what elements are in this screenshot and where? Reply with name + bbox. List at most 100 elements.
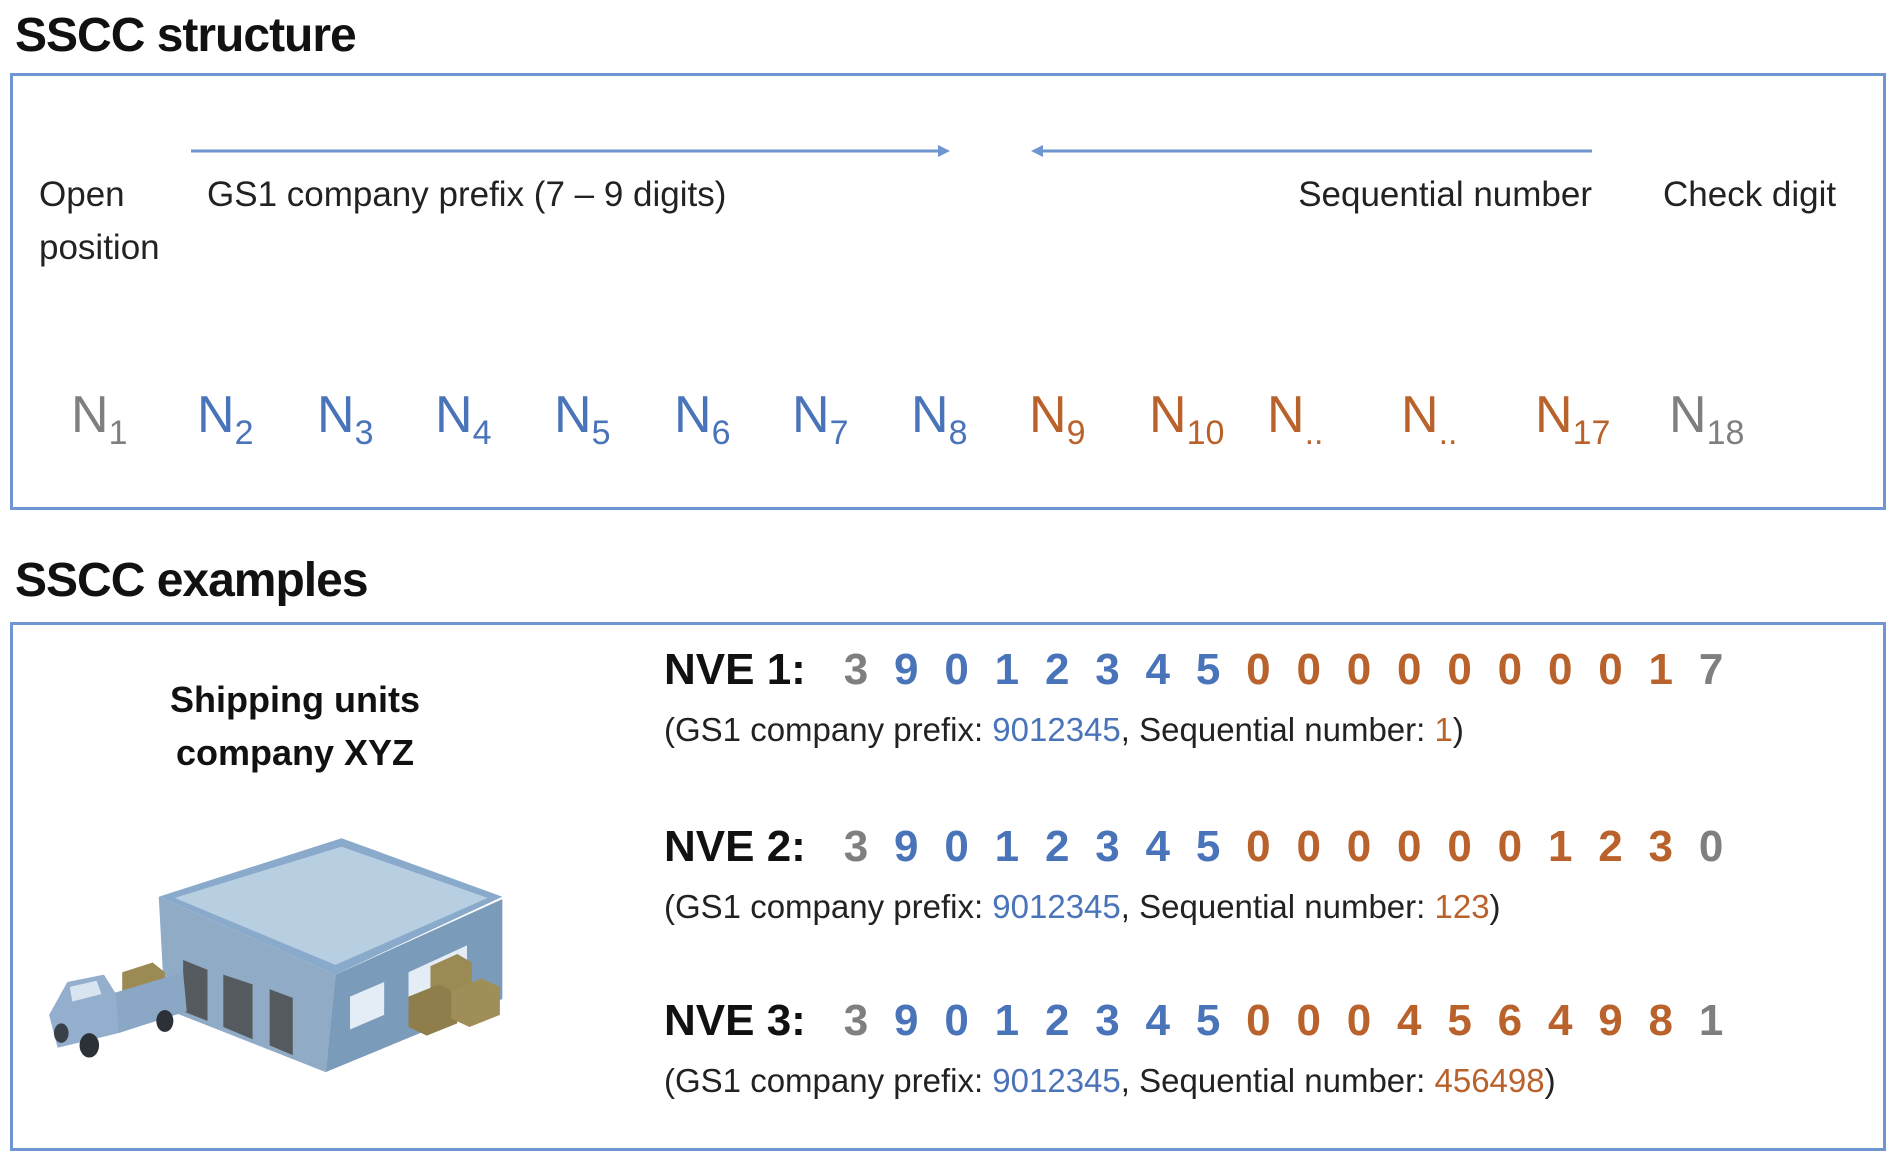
position-subscript: 18 [1706,414,1745,452]
sscc-digit: 3 [1095,996,1120,1045]
sscc-digit: 2 [1044,645,1070,694]
sscc-digit: 0 [1497,822,1523,871]
position-base: N [1535,386,1573,444]
sscc-digit: 0 [1698,822,1724,871]
position-label-n12: N.. [1401,385,1457,453]
sscc-digit: 8 [1648,996,1674,1045]
sscc-digit: 1 [994,645,1020,694]
nve-label: NVE 2: [664,822,806,871]
nve-description: (GS1 company prefix: 9012345, Sequential… [664,1062,1556,1100]
prefix-value: 9012345 [992,711,1121,748]
seq-value: 123 [1434,888,1490,925]
sscc-digit: 7 [1698,645,1724,694]
position-subscript: 2 [234,414,254,452]
sscc-digit: 0 [1447,645,1472,694]
sscc-digit: 0 [1296,645,1321,694]
sscc-digit: 3 [1095,822,1120,871]
sscc-digit: 9 [894,645,919,694]
sscc-digit: 2 [1044,996,1070,1045]
nve-description: (GS1 company prefix: 9012345, Sequential… [664,888,1501,926]
nve-label: NVE 1: [664,645,806,694]
sscc-digit: 9 [894,822,919,871]
position-base: N [317,386,355,444]
sscc-digit: 0 [1547,645,1573,694]
position-label-n13: N17 [1535,385,1610,453]
position-label-n4: N4 [435,385,491,453]
caption-line2: company XYZ [175,732,415,773]
sscc-digit: 1 [994,996,1020,1045]
position-label-n6: N6 [674,385,730,453]
desc-prefix: (GS1 company prefix: [664,1062,993,1099]
position-base: N [435,386,473,444]
sscc-digit: 0 [1397,645,1422,694]
sscc-digit: 1 [1698,996,1724,1045]
sscc-digit: 1 [1547,822,1573,871]
position-subscript: .. [1438,414,1458,452]
sscc-digit: 0 [944,996,969,1045]
position-subscript: 5 [591,414,611,452]
prefix-value: 9012345 [992,1062,1121,1099]
sscc-digit: 3 [843,996,869,1045]
desc-mid: , Sequential number: [1120,711,1435,748]
position-base: N [197,386,235,444]
range-arrows [191,145,1592,157]
sscc-digit: 5 [1195,822,1221,871]
desc-end: ) [1452,711,1464,748]
sscc-digit: 0 [1346,996,1372,1045]
sscc-digit: 4 [1397,996,1422,1045]
sscc-digit: 4 [1145,645,1171,694]
sscc-digit: 0 [1246,645,1271,694]
sscc-digit: 5 [1447,996,1472,1045]
position-base: N [71,386,109,444]
desc-end: ) [1544,1062,1556,1099]
position-base: N [554,386,592,444]
position-subscript: 6 [711,414,731,452]
caption-line1: Shipping units [170,679,420,720]
sscc-digit: 2 [1044,822,1070,871]
sscc-digit: 5 [1195,996,1221,1045]
sscc-digit: 9 [1598,996,1623,1045]
position-subscript: 1 [108,414,128,452]
position-label-n2: N2 [197,385,253,453]
sscc-digit: 9 [894,996,919,1045]
position-label-n5: N5 [554,385,610,453]
warehouse-icon [158,838,503,1073]
open-position-label-line2: position [39,228,160,267]
sscc-digit: 3 [1648,822,1674,871]
position-label-n3: N3 [317,385,373,453]
open-position-label-line1: Open [39,175,125,214]
position-base: N [1029,386,1067,444]
position-base: N [1149,386,1187,444]
sequential-arrow-left [1031,145,1592,157]
position-label-n9: N9 [1029,385,1085,453]
position-label-n8: N8 [911,385,967,453]
sscc-digit: 3 [1095,645,1120,694]
sscc-digit: 2 [1598,822,1623,871]
check-digit-label: Check digit [1663,175,1837,214]
position-label-n11: N.. [1267,385,1323,453]
position-subscript: 4 [472,414,492,452]
position-subscript: 7 [829,414,849,452]
sscc-digit: 0 [1346,645,1372,694]
desc-end: ) [1489,888,1501,925]
sscc-digit: 0 [1346,822,1372,871]
sscc-digit: 6 [1497,996,1523,1045]
sscc-digit: 0 [1397,822,1422,871]
position-subscript: 17 [1572,414,1611,452]
desc-prefix: (GS1 company prefix: [664,888,993,925]
position-label-n10: N10 [1149,385,1224,453]
sscc-digit: 0 [1246,996,1271,1045]
position-base: N [1401,386,1439,444]
sscc-digit: 1 [1648,645,1674,694]
truck-icon [49,972,187,1058]
prefix-arrow-right [191,145,950,157]
seq-value: 456498 [1434,1062,1545,1099]
sscc-digit: 0 [944,822,969,871]
position-label-n7: N7 [792,385,848,453]
warehouse-illustration [49,838,503,1073]
sscc-digit: 0 [1497,645,1523,694]
desc-mid: , Sequential number: [1120,888,1435,925]
sequential-number-label: Sequential number [1298,175,1592,214]
structure-panel [10,73,1886,510]
position-subscript: 10 [1186,414,1225,452]
